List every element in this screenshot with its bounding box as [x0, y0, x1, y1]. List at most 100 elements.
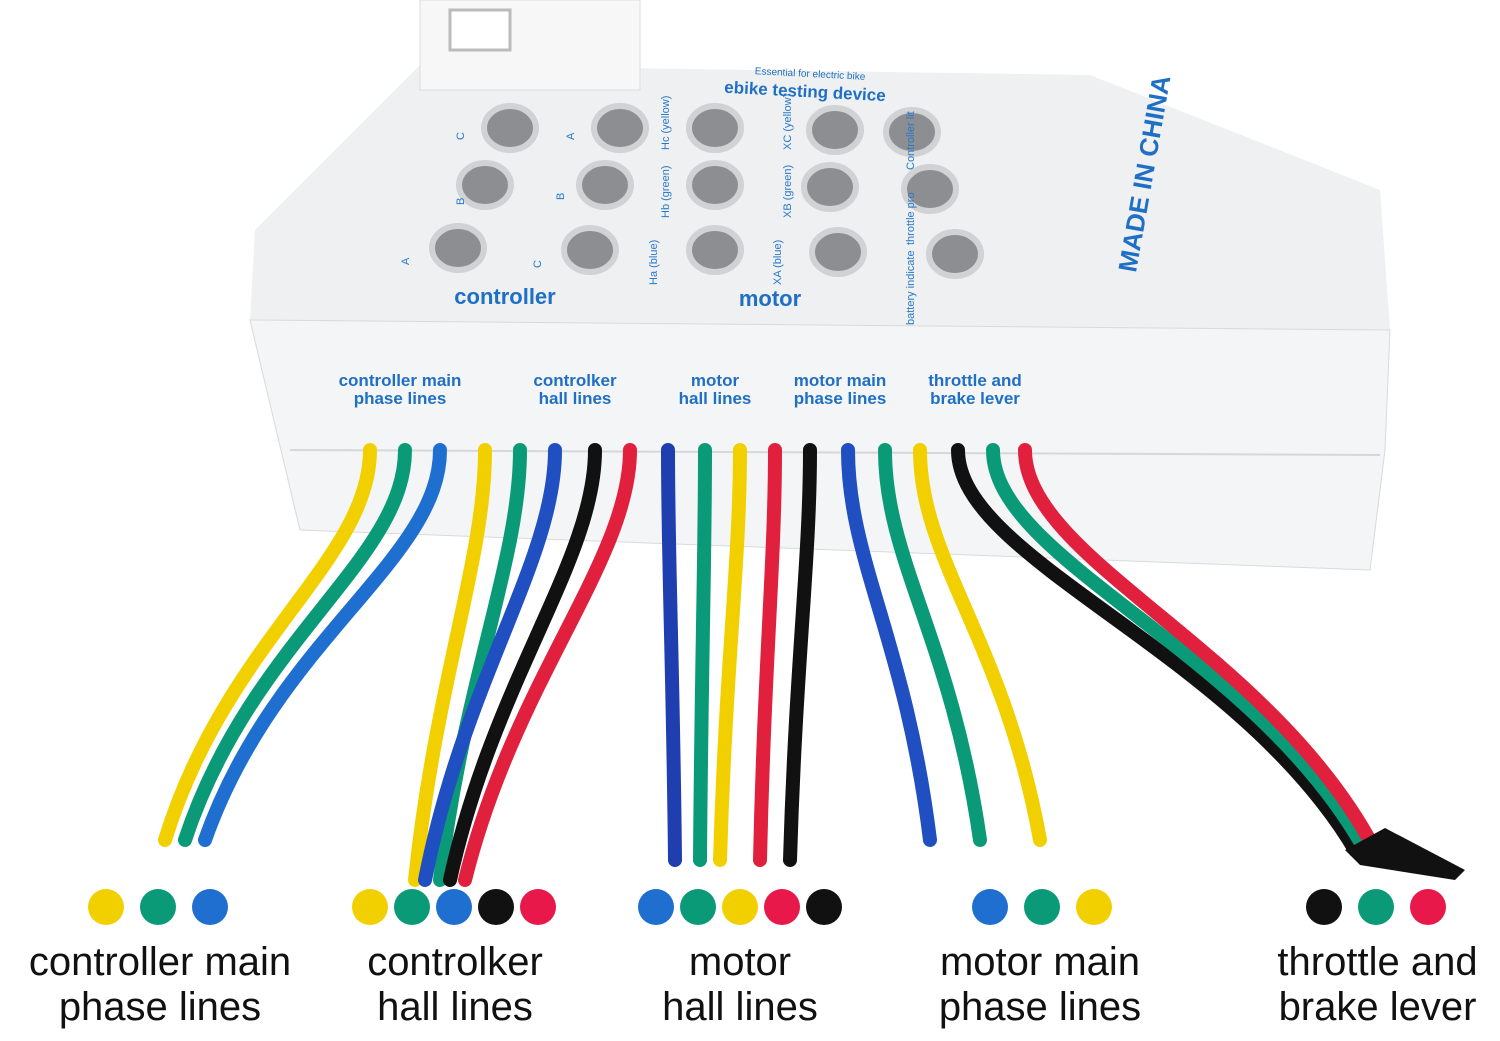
color-swatch-group	[1306, 889, 1446, 925]
display-window	[448, 8, 512, 52]
wire	[408, 443, 492, 887]
led-label: throttle pro	[905, 192, 917, 245]
legend-caption-line1: controlker	[367, 940, 543, 984]
port-label-line2: hall lines	[678, 388, 752, 408]
color-swatch	[1306, 889, 1342, 925]
color-swatch	[680, 889, 716, 925]
color-swatch	[1410, 889, 1446, 925]
color-swatch	[352, 889, 388, 925]
port-label-line2: phase lines	[793, 388, 887, 408]
wire	[661, 443, 682, 867]
wire	[783, 443, 817, 867]
led-label: A	[400, 257, 412, 265]
wire	[443, 443, 602, 887]
led-indicator	[926, 229, 984, 279]
color-swatch	[722, 889, 758, 925]
led-indicator	[883, 107, 941, 157]
wire	[951, 443, 1362, 857]
wire	[913, 443, 1047, 847]
led-label: battery indicate	[905, 250, 917, 325]
led-indicator	[481, 103, 539, 153]
led-indicator	[809, 227, 867, 277]
color-swatch-group	[972, 889, 1112, 925]
wire	[693, 443, 712, 867]
led-indicator	[429, 223, 487, 273]
color-swatch	[1358, 889, 1394, 925]
led-indicator	[456, 160, 514, 210]
color-swatch	[1076, 889, 1112, 925]
wire	[198, 443, 447, 847]
color-swatch-group	[638, 889, 842, 925]
color-swatch	[638, 889, 674, 925]
color-swatch	[806, 889, 842, 925]
port-label-line2: phase lines	[353, 388, 447, 408]
legend-caption-line2: phase lines	[938, 984, 1142, 1029]
led-label: A	[565, 132, 577, 140]
color-swatch	[88, 889, 124, 925]
legend-caption-line2: phase lines	[58, 984, 262, 1029]
led-label: C	[532, 260, 544, 268]
led-label: B	[555, 192, 567, 200]
legend-caption-line2: hall lines	[377, 984, 533, 1029]
legend-caption-line1: motor	[688, 940, 792, 984]
port-label-line1: throttle and	[928, 371, 1022, 390]
color-swatch	[478, 889, 514, 925]
device-front	[249, 319, 1391, 571]
wire	[158, 443, 377, 847]
wire	[713, 443, 747, 867]
connector-plug	[1345, 828, 1465, 880]
wire	[1018, 443, 1382, 857]
wire	[878, 443, 987, 847]
wire	[986, 443, 1372, 857]
led-label: Ha (blue)	[648, 239, 660, 285]
led-indicator	[686, 225, 744, 275]
port-label-line2: hall lines	[538, 388, 612, 408]
legend-caption-line1: throttle and	[1277, 940, 1478, 984]
color-swatch	[192, 889, 228, 925]
led-indicator	[801, 162, 859, 212]
color-swatch	[436, 889, 472, 925]
wire	[841, 443, 937, 847]
color-swatch	[1024, 889, 1060, 925]
color-swatch	[972, 889, 1008, 925]
port-label-line1: controlker	[533, 371, 617, 390]
color-swatch	[140, 889, 176, 925]
controller-panel-label: controller	[454, 284, 556, 309]
led-indicator	[576, 160, 634, 210]
led-label: B	[455, 197, 467, 205]
port-label-line1: motor	[690, 371, 740, 390]
legend-caption-line2: hall lines	[662, 984, 818, 1029]
wire	[178, 443, 412, 847]
color-swatch-group	[352, 889, 556, 925]
wire	[433, 443, 527, 887]
wire	[753, 443, 782, 867]
led-indicator	[806, 105, 864, 155]
legend-caption-line2: brake lever	[1278, 984, 1477, 1029]
led-indicator	[591, 103, 649, 153]
color-swatch	[394, 889, 430, 925]
color-swatch	[520, 889, 556, 925]
led-label: XB (green)	[782, 164, 794, 218]
led-label: XA (blue)	[772, 239, 784, 285]
led-label: Hc (yellow)	[660, 95, 672, 150]
port-label-line1: motor main	[793, 371, 887, 390]
wire	[418, 443, 562, 887]
motor-panel-label: motor	[738, 286, 802, 311]
legend-caption-line1: motor main	[939, 940, 1141, 984]
led-label: Hb (green)	[660, 165, 672, 218]
color-swatch-group	[88, 889, 228, 925]
led-indicator	[686, 103, 744, 153]
port-label-line1: controller main	[338, 371, 462, 390]
led-label: C	[455, 132, 467, 140]
